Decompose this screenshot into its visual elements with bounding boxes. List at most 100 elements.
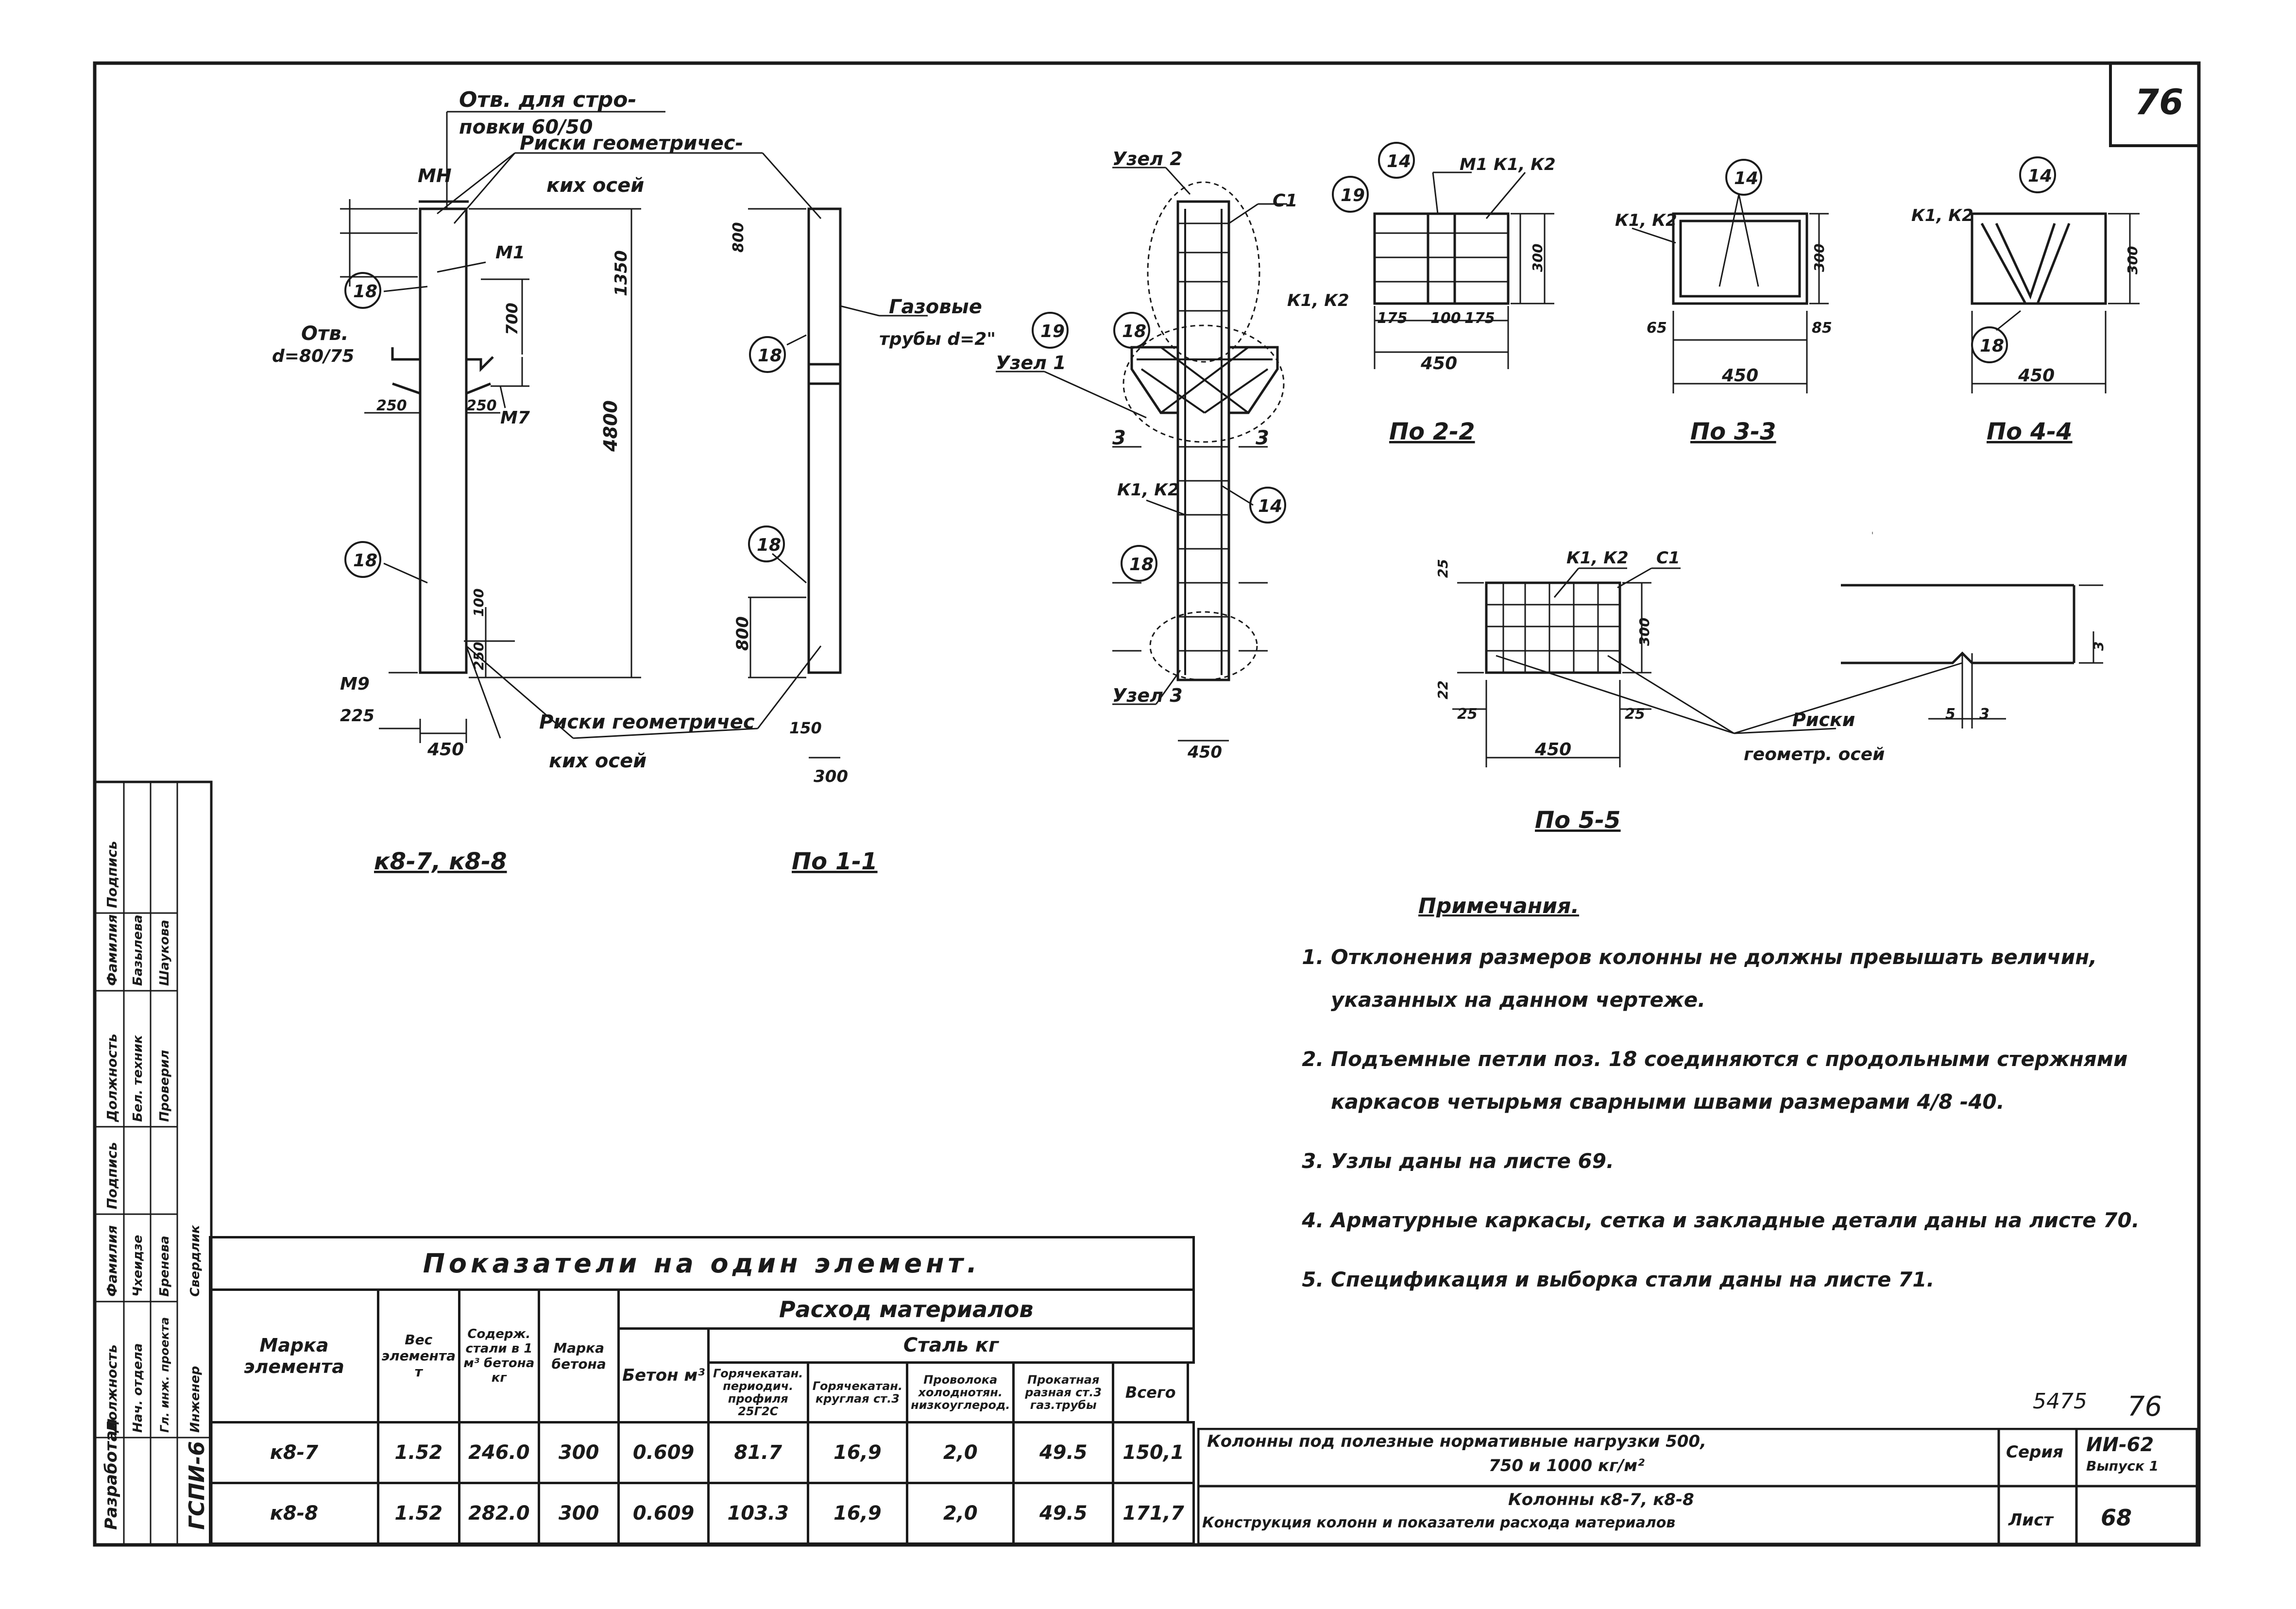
label-risk-marks-2: ких осей [546,174,644,197]
dim-300-22: 300 [1530,244,1546,272]
sidebar-n1: Нач. отдела [131,1343,145,1433]
dim-450-55: 450 [1534,740,1571,760]
label-risk-5: Риски [1792,709,1855,730]
view-title-main: к8-7, к8-8 [374,848,507,875]
label-hole-sling: Отв. для стро- [459,87,637,112]
section-5-5 [1485,581,1621,674]
sidebar-c3: Подпись [104,1142,120,1209]
cell-s1: 81.7 [707,1421,809,1484]
label-c1-cage: С1 [1273,191,1297,211]
dim-22: 22 [1435,680,1451,699]
label-risk-5-2: геометр. осей [1744,745,1885,764]
reinforcement-cage [1130,200,1279,681]
label-m1: М1 [495,243,525,263]
sidebar-p2: Проверил [157,1050,172,1122]
label-hole-dim: d=80/75 [272,346,354,366]
label-mn: МН [418,165,452,186]
view-title-1-1: По 1-1 [792,848,878,875]
cell-total: 150,1 [1112,1421,1195,1484]
cell-weight: 1.52 [376,1421,460,1484]
sidebar-f1: Чхеидзе [131,1235,145,1297]
th-total: Всего [1112,1361,1190,1423]
cell-concrete: 0.609 [617,1421,710,1484]
dim-25-l: 25 [1457,706,1478,723]
label-hole: Отв. [301,322,349,345]
label-hole-sling-2: повки 60/50 [459,116,593,138]
callout-18-g: 18 [1980,336,2004,356]
dim-150: 150 [789,719,822,737]
callout-18-a: 18 [353,282,377,302]
dim-300-33: 300 [1811,244,1827,272]
sidebar-c5: Фамилия [104,915,120,986]
cell-s2: 16,9 [806,1481,909,1545]
column-elevation [391,200,494,674]
table-caption: Показатели на один элемент. [209,1236,1195,1291]
sidebar-f5: Шаукова [157,920,172,986]
sheet-number-box [2109,62,2200,147]
cell-s4: 49.5 [1012,1481,1115,1545]
label-c1-55: С1 [1656,548,1680,568]
stamp-series-value: ИИ-62 [2086,1434,2154,1456]
dim-250-b: 250 [471,642,487,670]
callout-18-e: 18 [1122,322,1146,341]
sidebar-c4: Должность [104,1033,120,1122]
th-s2: Горячекатан. круглая ст.3 [806,1361,909,1423]
th-s1: Горячекатан. периодич. профиля 25Г2С [707,1361,809,1423]
th-consumption: Расход материалов [617,1288,1195,1330]
th-mark: Марка элемента [209,1288,379,1423]
sidebar-stamp [93,780,213,1546]
stamp-subtitle-1: Колонны к8-7, к8-8 [1508,1490,1694,1509]
cell-content: 246.0 [458,1421,541,1484]
stamp-issue: Выпуск 1 [2086,1458,2159,1474]
note-item-5: Спецификация и выборка стали даны на лис… [1331,1258,2215,1301]
node-outlines [1122,181,1285,681]
callout-19-b: 19 [1341,186,1365,205]
sheet-number: 76 [2135,82,2183,122]
sidebar-n3: Инженер [188,1366,203,1433]
th-steel: Сталь кг [707,1327,1195,1364]
ref-sheet: 76 [2127,1391,2162,1423]
stamp-title-2: 750 и 1000 кг/м² [1489,1456,1645,1475]
notes-title: Примечания. [1418,894,1580,918]
dim-3-b: 3 [2091,642,2107,651]
cut-mark-3-l: 3 [1112,427,1126,449]
dim-65: 65 [1647,320,1667,337]
cell-content: 282.0 [458,1481,541,1545]
dim-450-22: 450 [1420,354,1457,373]
callout-14-a: 14 [1258,496,1282,516]
th-content: Содерж. стали в 1 м³ бетона кг [458,1288,541,1423]
note-item-1: Отклонения размеров колонны не должны пр… [1331,936,2215,1021]
callout-18-d: 18 [758,346,782,366]
cell-grade: 300 [537,1481,620,1545]
sidebar-n2: Гл. инж. проекта [158,1317,171,1433]
sidebar-p1: Бел. техник [131,1034,145,1122]
cell-s4: 49.5 [1012,1421,1115,1484]
dim-300-s11: 300 [814,767,848,786]
ref-code: 5475 [2033,1389,2087,1414]
dim-300-44: 300 [2125,246,2141,274]
label-k1k2-22: К1, К2 [1287,291,1349,310]
label-m1-22: М1 [1460,155,1488,174]
label-k1k2-55: К1, К2 [1566,548,1629,568]
dim-175-b: 175 [1464,310,1495,327]
callout-14-b: 14 [1387,152,1411,171]
cell-s1: 103.3 [707,1481,809,1545]
stamp-title-1: Колонны под полезные нормативные нагрузк… [1207,1432,1707,1451]
dim-5: 5 [1945,706,1956,723]
sidebar-f4: Базылева [131,915,145,986]
sidebar-c6: Подпись [104,841,120,908]
callout-14-d: 14 [2028,166,2052,186]
th-spacer [1188,1362,1194,1422]
section-2-2 [1373,212,1510,305]
note-item-4: Арматурные каркасы, сетка и закладные де… [1331,1199,2215,1242]
dim-450-main: 450 [427,740,464,760]
dim-700: 700 [503,303,521,335]
dim-450-33: 450 [1721,366,1758,386]
dim-225: 225 [340,706,374,726]
cage-stirrups [1178,222,1229,652]
label-k1k2-cage: К1, К2 [1117,480,1179,500]
view-title-2-2: По 2-2 [1389,418,1475,445]
callout-19-a: 19 [1040,322,1065,341]
th-s4: Прокатная разная ст.3 газ.трубы [1012,1361,1115,1423]
